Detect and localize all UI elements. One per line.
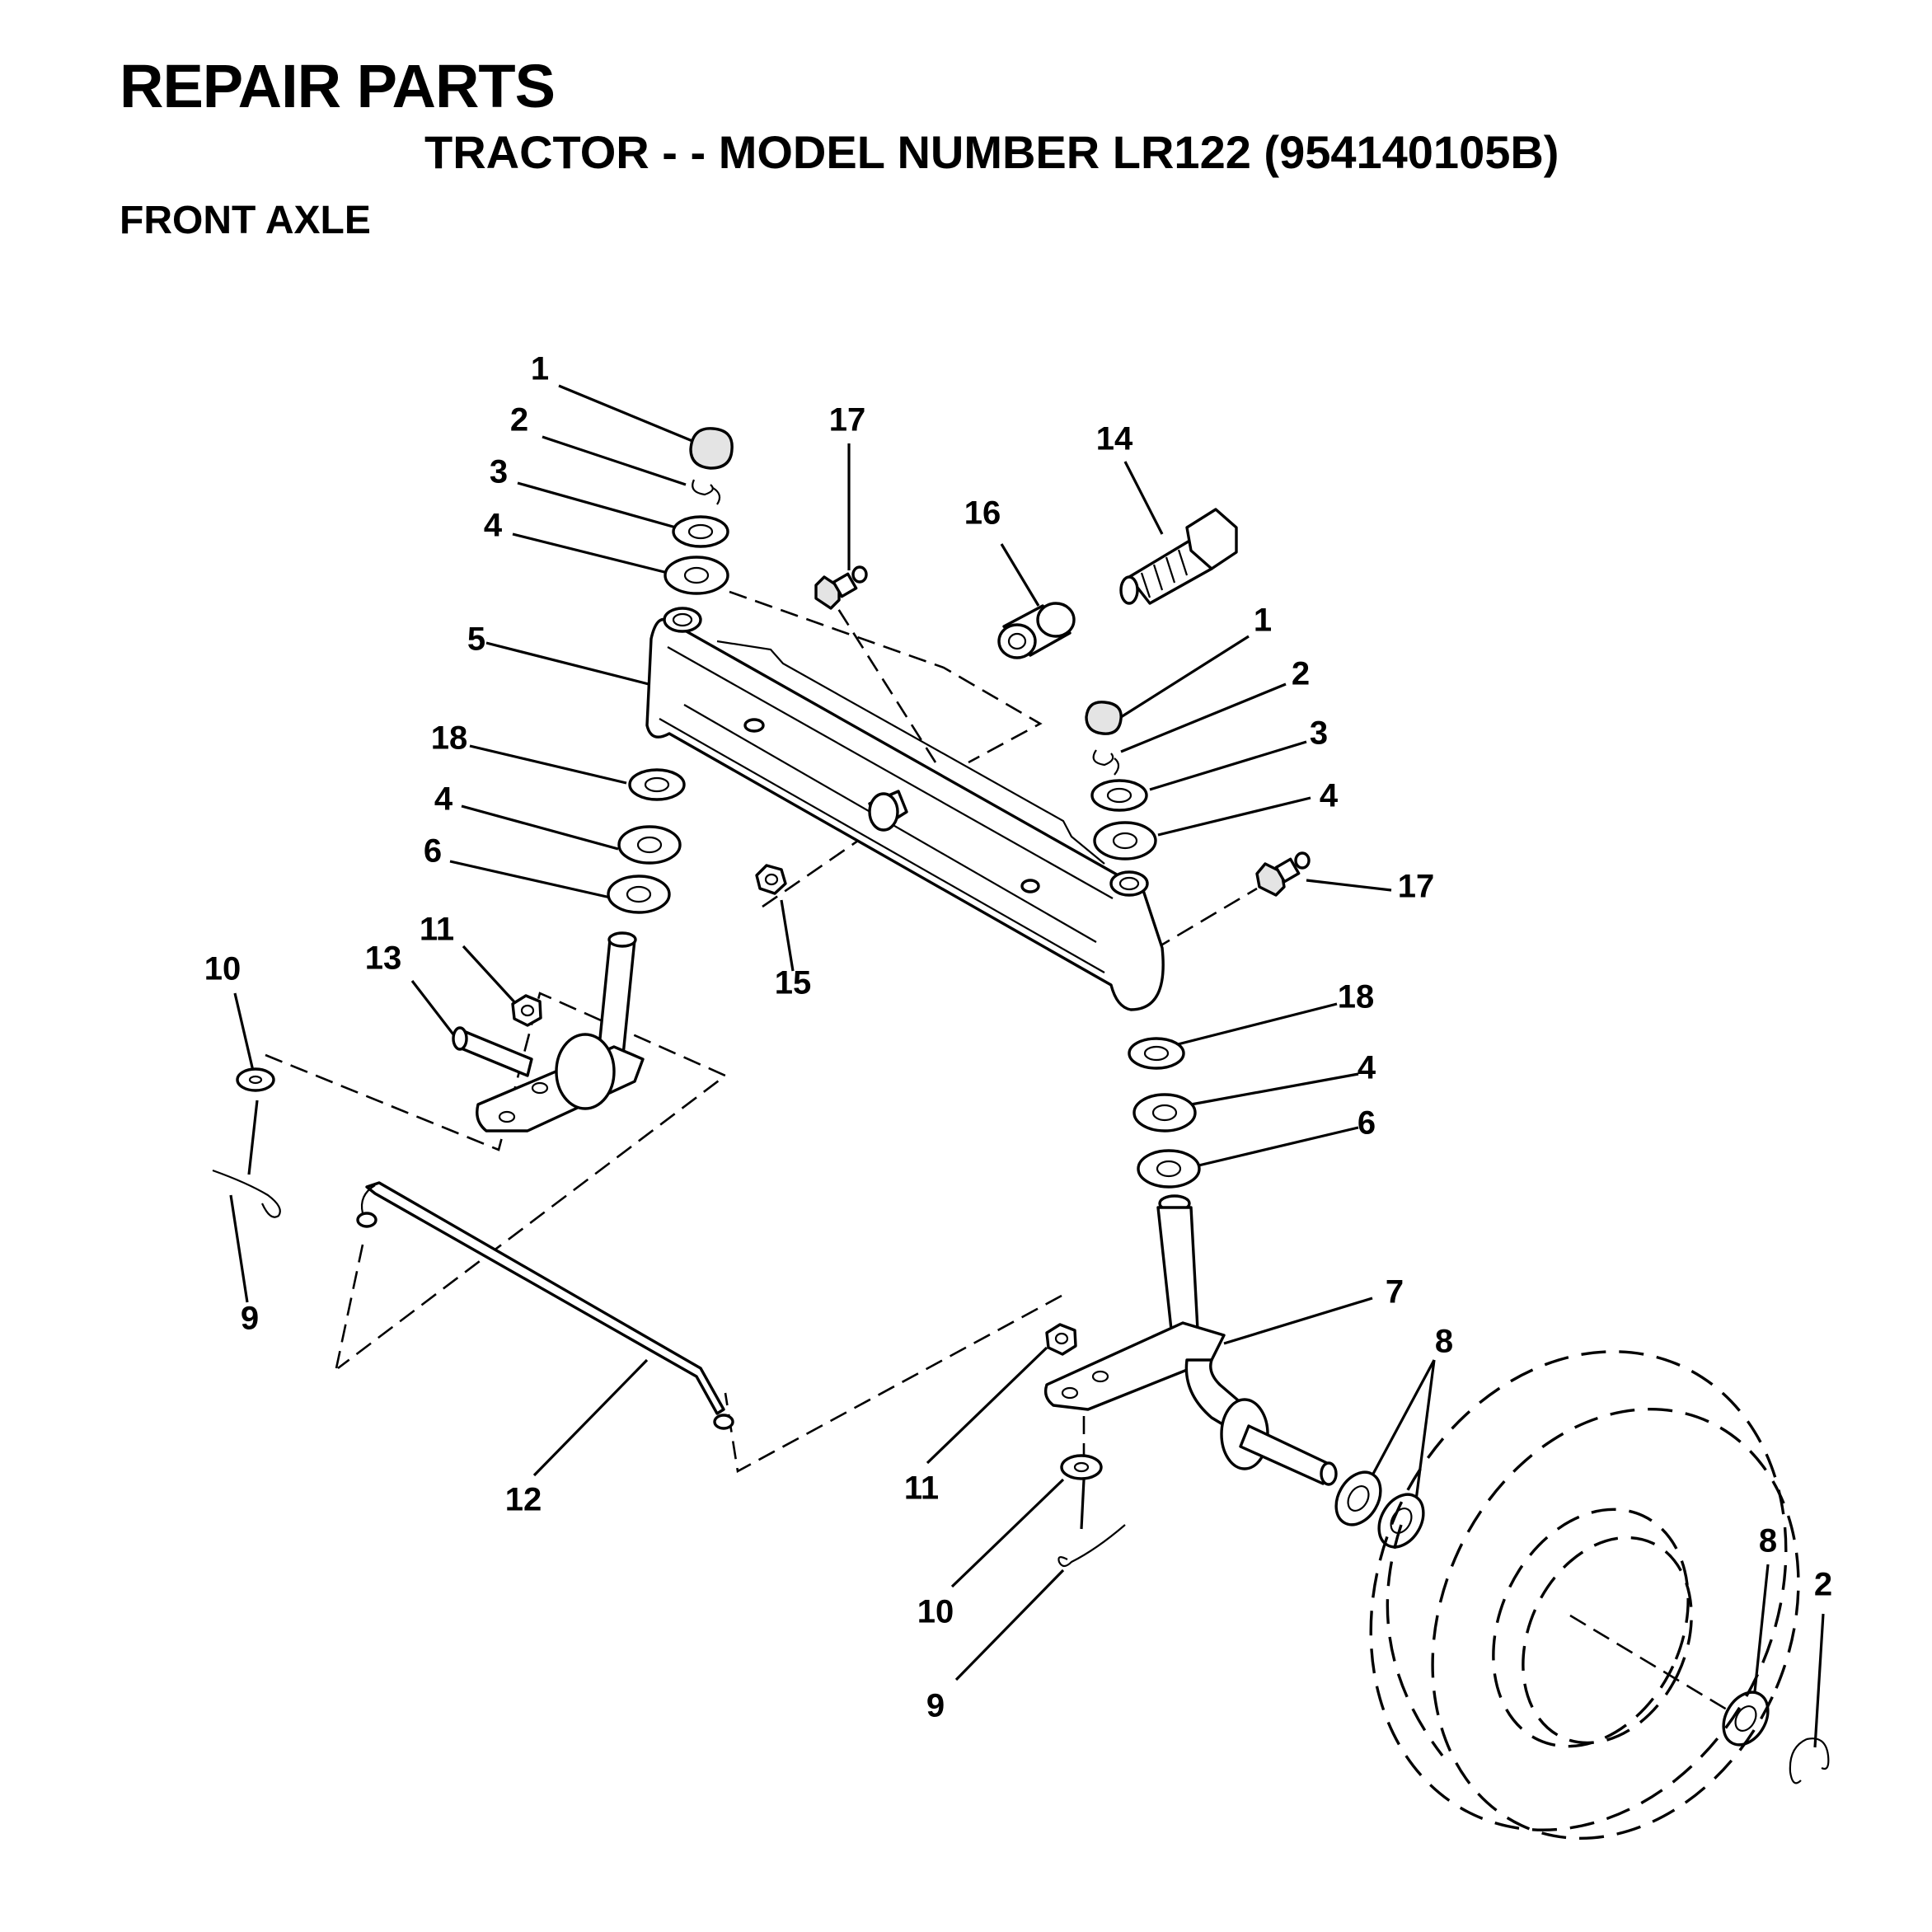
right-spindle bbox=[1043, 1194, 1338, 1486]
callout-11: 11 bbox=[420, 912, 454, 948]
nut bbox=[755, 864, 787, 895]
right-lower-stack bbox=[1128, 1037, 1201, 1189]
callout-17: 17 bbox=[829, 402, 866, 438]
callout-15: 15 bbox=[775, 965, 812, 1001]
axle-beam bbox=[645, 607, 1165, 1011]
tie-rod bbox=[356, 1181, 734, 1430]
callout-4: 4 bbox=[1320, 778, 1339, 814]
left-spindle bbox=[452, 931, 645, 1132]
right-upper-stack bbox=[1085, 701, 1157, 860]
callout-8: 8 bbox=[1435, 1324, 1453, 1360]
grease-fitting-upper bbox=[814, 565, 868, 610]
left-small-hardware bbox=[212, 994, 542, 1218]
callout-7: 7 bbox=[1386, 1274, 1404, 1311]
callout-17: 17 bbox=[1398, 869, 1435, 905]
page-title: REPAIR PARTS bbox=[120, 52, 556, 120]
retaining-ring bbox=[1789, 1737, 1830, 1784]
callout-2: 2 bbox=[1292, 656, 1310, 692]
callout-4: 4 bbox=[434, 781, 453, 818]
callout-6: 6 bbox=[424, 833, 442, 870]
callout-13: 13 bbox=[365, 940, 402, 977]
assembly-lines bbox=[247, 586, 1736, 1716]
callout-18: 18 bbox=[1338, 979, 1375, 1015]
callout-1: 1 bbox=[531, 351, 549, 387]
grease-fitting-right bbox=[1255, 851, 1311, 897]
callout-12: 12 bbox=[505, 1482, 542, 1518]
callout-5: 5 bbox=[467, 621, 485, 658]
callout-3: 3 bbox=[1310, 715, 1328, 752]
model-subtitle: TRACTOR - - MODEL NUMBER LR122 (95414010… bbox=[424, 126, 1559, 178]
bolt bbox=[1119, 508, 1238, 605]
tire-outline bbox=[1369, 1350, 1800, 1841]
axle-washers bbox=[1334, 1470, 1770, 1747]
callout-18: 18 bbox=[431, 720, 468, 757]
leader-lines bbox=[229, 384, 1825, 1748]
callout-2: 2 bbox=[510, 402, 528, 438]
callout-8: 8 bbox=[1759, 1523, 1777, 1559]
left-lower-stack bbox=[607, 768, 686, 914]
callout-10: 10 bbox=[917, 1594, 954, 1630]
callout-16: 16 bbox=[964, 495, 1001, 532]
callout-3: 3 bbox=[490, 454, 508, 490]
callout-9: 9 bbox=[926, 1688, 945, 1724]
callout-1: 1 bbox=[1254, 603, 1272, 639]
callout-labels: 1 2 3 4 5 18 4 6 17 16 14 1 2 3 4 17 15 … bbox=[204, 351, 1832, 1724]
callout-14: 14 bbox=[1096, 421, 1133, 457]
callout-4: 4 bbox=[484, 508, 503, 544]
left-upper-stack bbox=[664, 427, 734, 595]
callout-11: 11 bbox=[904, 1470, 939, 1507]
section-title: FRONT AXLE bbox=[120, 199, 371, 242]
callout-9: 9 bbox=[241, 1301, 259, 1337]
callout-2: 2 bbox=[1814, 1567, 1832, 1603]
callout-4: 4 bbox=[1358, 1050, 1376, 1086]
spacer bbox=[997, 602, 1076, 659]
callout-6: 6 bbox=[1358, 1105, 1376, 1142]
right-small-hardware bbox=[1045, 1323, 1126, 1568]
callout-10: 10 bbox=[204, 951, 242, 987]
